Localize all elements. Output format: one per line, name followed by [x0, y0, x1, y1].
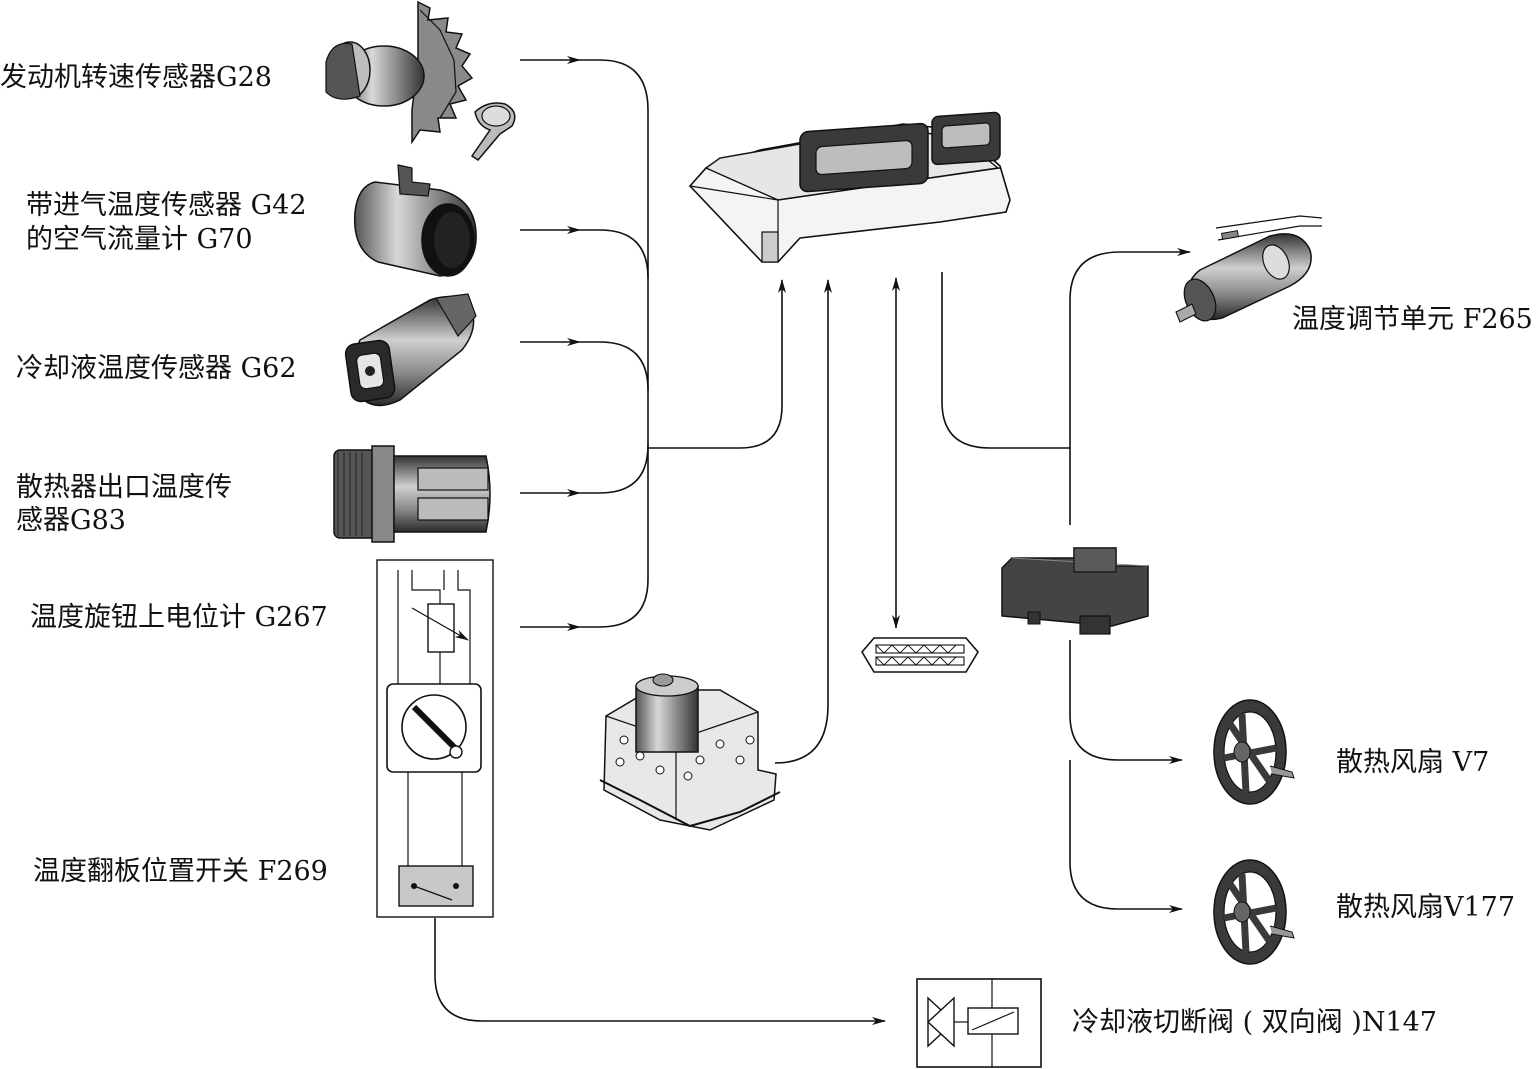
fan-icon — [1213, 699, 1295, 805]
radiator-outlet-sensor-icon — [333, 445, 491, 543]
label-v7: 散热风扇 V7 — [1336, 747, 1489, 778]
label-g28: 发动机转速传感器G28 — [0, 62, 272, 93]
speed-sensor-gear-icon — [325, 0, 516, 161]
label-f265: 温度调节单元 F265 — [1292, 304, 1533, 335]
control-unit-ecu-icon — [688, 111, 1011, 263]
label-g267: 温度旋钮上电位计 G267 — [30, 602, 328, 633]
potentiometer-switch-schematic-icon — [376, 559, 494, 918]
label-g83-line2: 感器G83 — [16, 505, 126, 536]
abs-hydraulic-unit-icon — [599, 673, 781, 831]
fan-icon — [1213, 859, 1295, 965]
ecu-output-lines — [941, 248, 1191, 525]
solenoid-valve-icon — [916, 978, 1042, 1068]
input-bus-lines — [520, 56, 786, 631]
thermostat-unit-icon — [1175, 215, 1323, 323]
abs-to-ecu-line — [774, 279, 832, 764]
air-flow-meter-icon — [353, 164, 477, 277]
diagnostic-connector-icon — [861, 637, 979, 673]
fan-output-lines — [1069, 640, 1183, 913]
label-g62: 冷却液温度传感器 G62 — [16, 353, 297, 384]
switch-to-valve-line — [434, 918, 886, 1025]
label-n147: 冷却液切断阀 ( 双向阀 )N147 — [1072, 1007, 1437, 1038]
label-g42-line1: 带进气温度传感器 G42 — [26, 190, 307, 221]
label-g83-line1: 散热器出口温度传 — [16, 472, 232, 503]
coolant-temp-sensor-icon — [344, 293, 477, 407]
label-f269: 温度翻板位置开关 F269 — [33, 856, 328, 887]
label-g42-line2: 的空气流量计 G70 — [26, 224, 253, 255]
label-v177: 散热风扇V177 — [1336, 892, 1515, 923]
fan-control-module-icon — [1001, 547, 1149, 635]
